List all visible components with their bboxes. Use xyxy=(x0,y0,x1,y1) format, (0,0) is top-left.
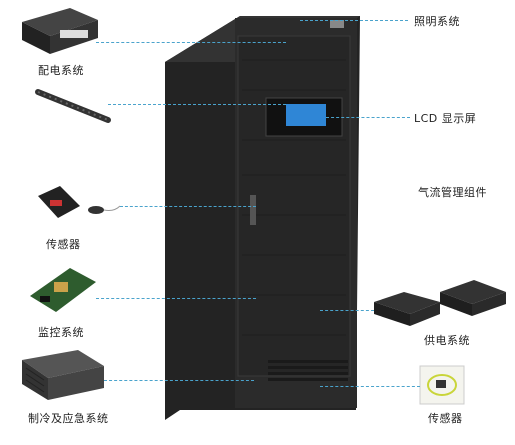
label-power-distribution-system: 配电系统 xyxy=(38,64,84,77)
label-monitoring-system: 监控系统 xyxy=(38,326,84,339)
power-distribution-unit-image xyxy=(22,8,98,54)
label-cooling-emergency-system: 制冷及应急系统 xyxy=(28,412,109,425)
leader-power-supply xyxy=(320,310,374,311)
leader-monitoring xyxy=(96,298,256,299)
label-power-supply-system: 供电系统 xyxy=(424,334,470,347)
sensor-left-image xyxy=(38,186,121,218)
power-supply-ups-image xyxy=(374,280,506,326)
lcd-screen xyxy=(286,104,326,126)
cabinet xyxy=(165,16,360,420)
label-lighting-system: 照明系统 xyxy=(414,15,460,28)
bottom-vent xyxy=(268,360,348,381)
label-airflow-management: 气流管理组件 xyxy=(418,186,487,199)
leader-pdu xyxy=(108,104,286,105)
leader-power-distribution xyxy=(96,42,286,43)
door-mesh xyxy=(242,59,346,336)
brand-badge xyxy=(330,20,344,28)
leader-lighting xyxy=(300,20,408,21)
leader-sensor-right xyxy=(320,386,420,387)
leader-lcd xyxy=(326,117,410,118)
cabinet-door xyxy=(237,35,351,377)
leader-sensor-left xyxy=(120,206,256,207)
label-lcd-display: LCD 显示屏 xyxy=(414,112,477,125)
label-sensor-right: 传感器 xyxy=(428,412,463,425)
pdu-strip-image xyxy=(35,89,111,123)
door-handle xyxy=(250,195,256,225)
monitoring-board-image xyxy=(30,268,96,312)
leader-cooling xyxy=(104,380,254,381)
sensor-right-image xyxy=(419,365,465,405)
cooling-unit-image xyxy=(22,350,104,400)
label-sensor-left: 传感器 xyxy=(46,238,81,251)
